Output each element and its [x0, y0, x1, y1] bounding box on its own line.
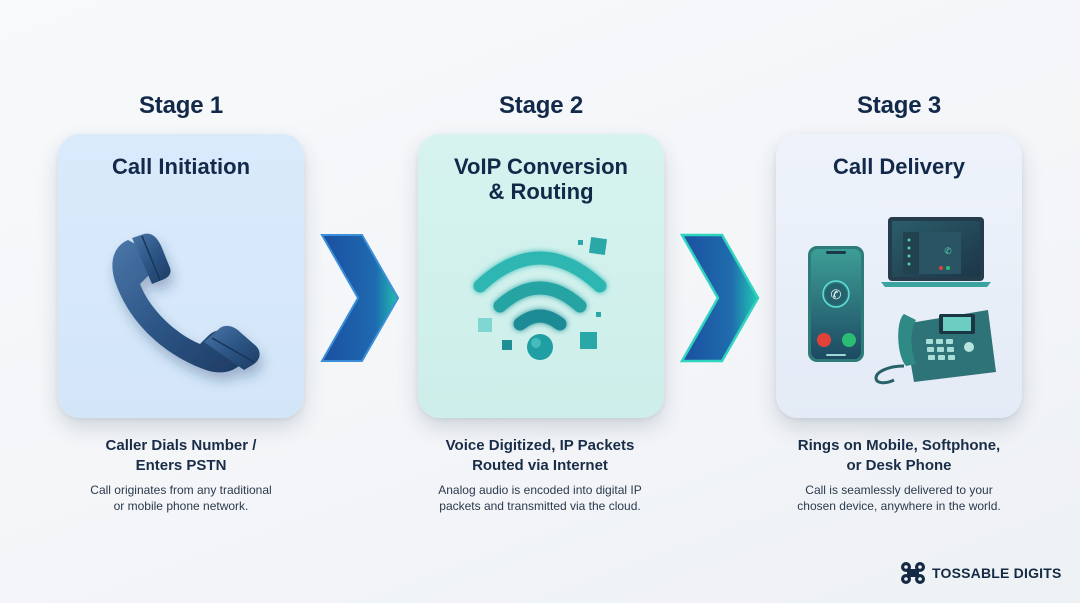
mobile-phone-icon: ✆ [808, 246, 864, 362]
desk-phone-icon [874, 310, 996, 385]
stage-1-desc-title-line-2: Enters PSTN [135, 457, 227, 474]
chevron-right-icon [320, 234, 400, 362]
stage-2-card-title-line-1: VoIP Conversion [453, 154, 628, 179]
stage-1-description: Caller Dials Number / Enters PSTN Call o… [51, 436, 311, 514]
stage-3-label: Stage 3 [857, 92, 941, 119]
stage-2-desc-title-line-1: Voice Digitized, IP Packets [445, 437, 635, 454]
brand-logo: TOSSABLE DIGITS [900, 561, 1062, 585]
stage-3-desc-title: Rings on Mobile, Softphone, or Desk Phon… [769, 436, 1029, 476]
stage-2-label: Stage 2 [499, 92, 583, 119]
stage-3-desc-body: Call is seamlessly delivered to your cho… [769, 482, 1029, 514]
stage-1-desc-body-line-2: or mobile phone network. [113, 499, 249, 513]
chevron-right-icon [679, 233, 760, 363]
stage-3-card-title: Call Delivery [832, 154, 966, 179]
command-key-logo-icon [901, 562, 925, 584]
stage-2-card-title: VoIP Conversion & Routing [418, 154, 664, 204]
stage-1-desc-body-line-1: Call originates from any traditional [90, 483, 272, 497]
stage-1-desc-title: Caller Dials Number / Enters PSTN [51, 436, 311, 476]
stage-2-card: VoIP Conversion & Routing [418, 134, 664, 418]
stage-1-desc-title-line-1: Caller Dials Number / [105, 437, 257, 454]
svg-text:✆: ✆ [944, 246, 952, 256]
stage-3-desc-body-line-2: chosen device, anywhere in the world. [797, 499, 1001, 513]
stage-1-desc-body: Call originates from any traditional or … [51, 482, 311, 514]
stage-2-desc-body-line-2: packets and transmitted via the cloud. [439, 499, 641, 513]
brand-name: TOSSABLE DIGITS [932, 565, 1062, 581]
wifi-signal-icon [473, 236, 608, 360]
phone-handset-icon [112, 233, 260, 373]
devices-icon: ✆ ✆ [808, 217, 996, 385]
stage-1-card: Call Initiation [58, 134, 304, 418]
stage-3-desc-title-line-2: or Desk Phone [846, 457, 952, 474]
stage-3-description: Rings on Mobile, Softphone, or Desk Phon… [769, 436, 1029, 514]
stage-2-description: Voice Digitized, IP Packets Routed via I… [410, 436, 670, 514]
stage-2-desc-title-line-2: Routed via Internet [472, 457, 608, 474]
stage-2-desc-body-line-1: Analog audio is encoded into digital IP [438, 483, 642, 497]
stage-3-card: Call Delivery ✆ [776, 134, 1022, 418]
stage-3-desc-body-line-1: Call is seamlessly delivered to your [805, 483, 993, 497]
svg-text:✆: ✆ [831, 287, 842, 302]
stage-2-desc-title: Voice Digitized, IP Packets Routed via I… [410, 436, 670, 476]
stage-3-desc-title-line-1: Rings on Mobile, Softphone, [797, 437, 1001, 454]
stage-2-desc-body: Analog audio is encoded into digital IP … [410, 482, 670, 514]
laptop-icon: ✆ [881, 217, 991, 287]
stage-1-card-title: Call Initiation [111, 154, 251, 179]
stage-1-label: Stage 1 [139, 92, 223, 119]
stage-2-card-title-line-2: & Routing [488, 179, 594, 204]
